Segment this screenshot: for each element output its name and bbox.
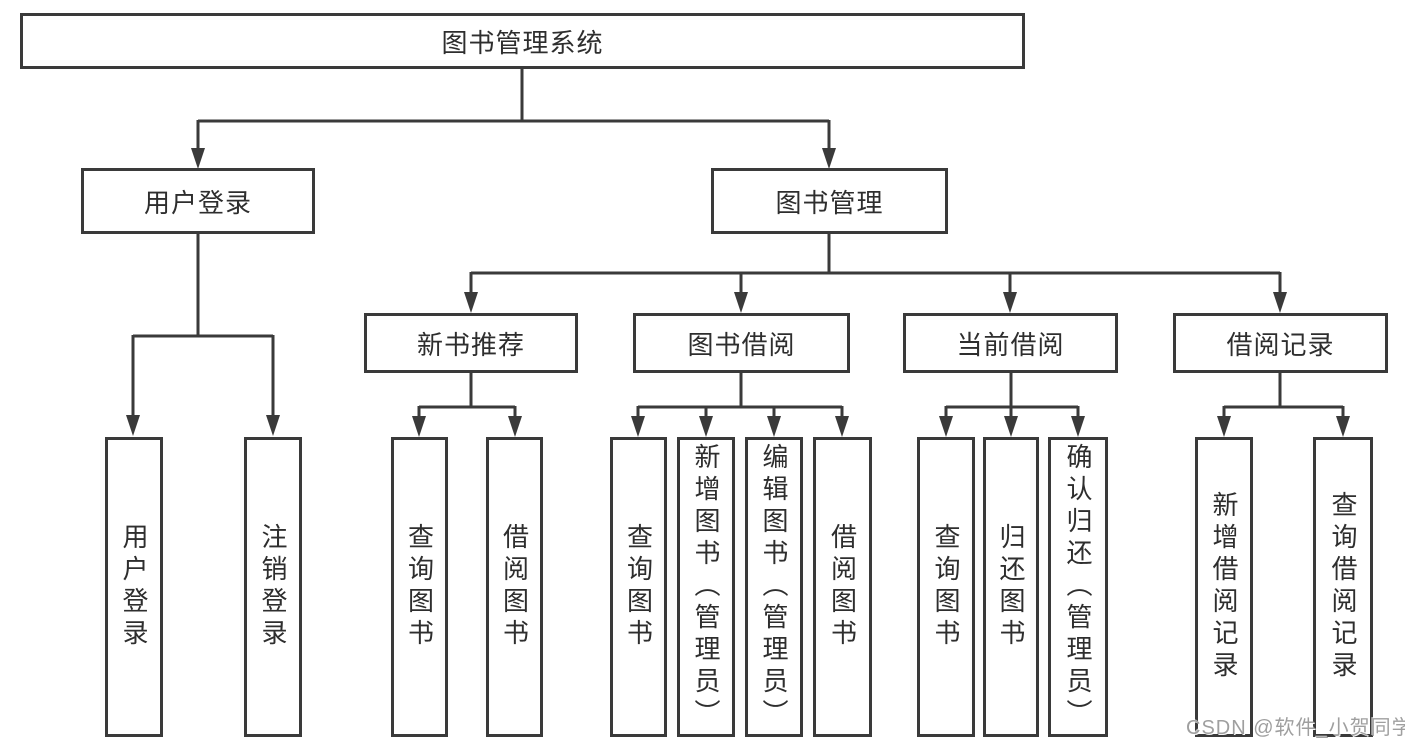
leaf-query-borrow-record: 查询借阅记录: [1313, 437, 1373, 737]
node-label: 图书管理: [775, 187, 884, 218]
node-new-book-recommend: 新书推荐: [364, 313, 578, 373]
leaf-query-books-recommend: 查询图书: [391, 437, 448, 737]
leaf-edit-book-admin: 编辑图书（管理员）: [745, 437, 803, 737]
leaf-query-books-borrowing: 查询图书: [610, 437, 667, 737]
node-user-login: 用户登录: [81, 168, 315, 234]
leaf-label: 用户登录: [119, 523, 149, 651]
leaf-add-borrow-record: 新增借阅记录: [1195, 437, 1253, 737]
leaf-label: 编辑图书（管理员）: [759, 443, 789, 731]
leaf-label: 查询借阅记录: [1328, 491, 1358, 683]
leaf-return-books: 归还图书: [983, 437, 1039, 737]
leaf-borrow-books-recommend: 借阅图书: [486, 437, 543, 737]
node-current-borrowing: 当前借阅: [903, 313, 1118, 373]
csdn-watermark: CSDN @软件_小贺同学: [1186, 717, 1405, 739]
leaf-label: 借阅图书: [827, 523, 858, 651]
leaf-label: 查询图书: [623, 523, 654, 651]
leaf-label: 查询图书: [404, 523, 435, 651]
node-library-management-system: 图书管理系统: [20, 13, 1025, 69]
leaf-add-book-admin: 新增图书（管理员）: [677, 437, 735, 737]
node-label: 图书管理系统: [441, 27, 604, 58]
leaf-label: 查询图书: [931, 523, 961, 651]
leaf-label: 归还图书: [996, 523, 1026, 651]
leaf-label: 确认归还（管理员）: [1063, 443, 1093, 731]
node-label: 图书借阅: [687, 329, 796, 360]
leaf-label: 注销登录: [258, 523, 288, 651]
node-book-borrowing: 图书借阅: [633, 313, 850, 373]
leaf-confirm-return-admin: 确认归还（管理员）: [1048, 437, 1108, 737]
node-label: 新书推荐: [416, 329, 525, 360]
leaf-user-login: 用户登录: [105, 437, 163, 737]
leaf-label: 新增借阅记录: [1209, 491, 1239, 683]
node-borrowing-records: 借阅记录: [1173, 313, 1388, 373]
node-label: 借阅记录: [1226, 329, 1335, 360]
leaf-label: 借阅图书: [499, 523, 530, 651]
leaf-borrow-books-borrowing: 借阅图书: [813, 437, 872, 737]
node-book-management: 图书管理: [711, 168, 948, 234]
leaf-query-books-current: 查询图书: [917, 437, 975, 737]
leaf-label: 新增图书（管理员）: [691, 443, 721, 731]
node-label: 用户登录: [143, 187, 252, 218]
node-label: 当前借阅: [956, 329, 1065, 360]
leaf-logout: 注销登录: [244, 437, 302, 737]
